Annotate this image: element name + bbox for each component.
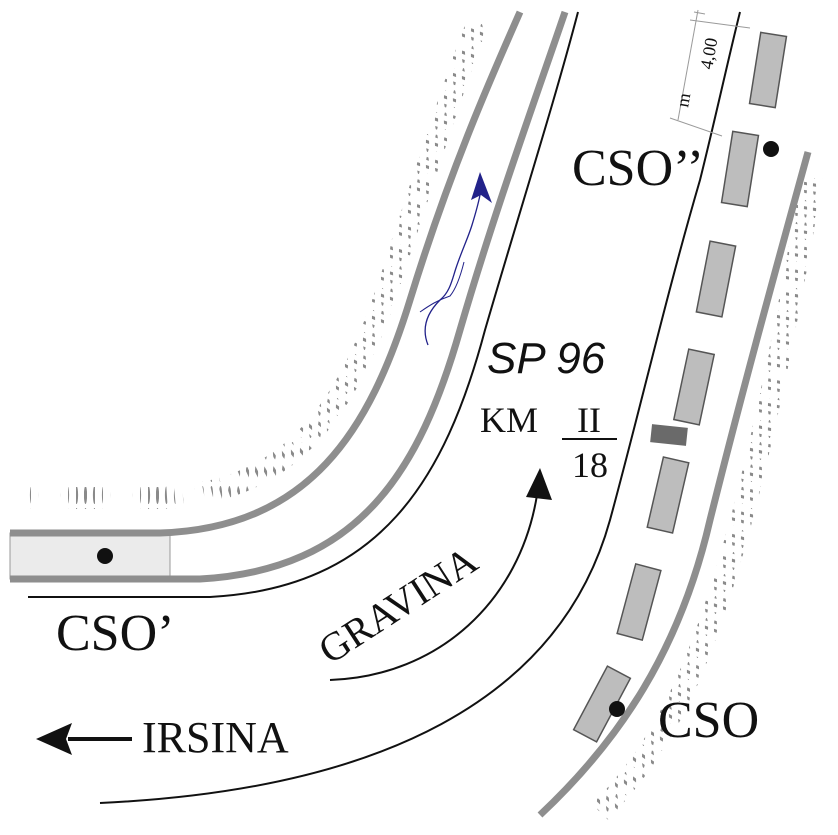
embankment-hatching-right <box>592 173 823 820</box>
km-marker-bar <box>650 424 688 446</box>
cso-prime-slab <box>9 532 171 580</box>
left-road <box>10 10 579 598</box>
label-cso-prime: CSO’ <box>56 605 174 662</box>
survey-point-cso <box>609 701 625 717</box>
label-road-name: SP 96 <box>487 334 606 383</box>
label-km-prefix: KM <box>480 400 538 440</box>
dimension-value: 4,00 <box>696 36 721 70</box>
survey-point-cso-double <box>763 141 779 157</box>
flow-arrow <box>419 172 492 346</box>
parking-bay <box>748 31 788 109</box>
label-irsina: IRSINA <box>142 713 289 762</box>
parking-bay <box>646 456 690 534</box>
left-road-outer-edge <box>10 10 524 537</box>
label-cso-double-prime: CSO’’ <box>572 140 704 197</box>
right-road-edge <box>537 151 812 818</box>
irsina-arrow <box>36 723 132 755</box>
dimension-annotation <box>669 9 751 137</box>
gravina-arrow <box>329 468 552 681</box>
survey-points <box>97 141 779 717</box>
lower-road-line <box>99 11 741 804</box>
flow-arrow-head <box>471 172 492 203</box>
label-cso: CSO <box>658 692 759 749</box>
left-road-curb-line <box>28 11 579 598</box>
gravina-arrow-head <box>526 468 552 500</box>
label-km-numerator: II <box>577 400 601 440</box>
parking-bay <box>695 240 737 318</box>
label-gravina: GRAVINA <box>310 537 485 672</box>
embankment-hatching-left <box>28 17 489 509</box>
label-km-denominator: 18 <box>572 445 608 485</box>
parking-bay <box>720 130 760 208</box>
left-road-inner-edge <box>10 10 569 583</box>
parking-bay <box>672 348 716 426</box>
dimension-unit: m <box>672 91 694 108</box>
parking-bays <box>572 31 788 743</box>
survey-point-cso-prime <box>97 548 113 564</box>
parking-bay <box>616 562 662 642</box>
irsina-arrow-head <box>36 723 72 755</box>
